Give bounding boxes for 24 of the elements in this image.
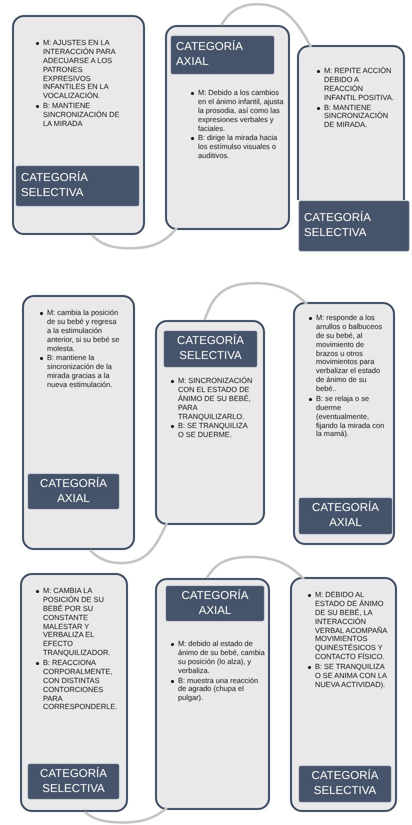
category-label: CATEGORÍA SELECTIVA: [15, 165, 140, 207]
category-label: CATEGORÍA SELECTIVA: [298, 765, 392, 803]
connector-curve: [206, 556, 305, 580]
card-panel: [297, 45, 405, 200]
category-label: CATEGORÍA AXIAL: [170, 35, 275, 75]
connector-curve: [84, 807, 168, 824]
category-label: CATEGORÍA SELECTIVA: [163, 330, 258, 368]
card-panel: [290, 577, 397, 812]
card-panel: [155, 320, 265, 525]
card-panel: [155, 578, 270, 810]
connector-curve: [203, 282, 308, 320]
card-panel: [22, 295, 135, 550]
category-label: CATEGORÍA SELECTIVA: [27, 763, 120, 800]
connector-curve: [88, 522, 168, 564]
category-label: CATEGORÍA AXIAL: [27, 473, 120, 510]
card-panel: [165, 25, 290, 230]
card-panel: [12, 15, 145, 235]
connector-curve: [220, 3, 312, 48]
card-panel: [293, 302, 395, 545]
category-label: CATEGORÍA AXIAL: [165, 585, 265, 622]
category-label: CATEGORÍA AXIAL: [298, 497, 393, 535]
category-label: CATEGORÍA SELECTIVA: [298, 200, 410, 252]
card-panel: [20, 573, 128, 812]
connector-curve: [90, 227, 178, 250]
